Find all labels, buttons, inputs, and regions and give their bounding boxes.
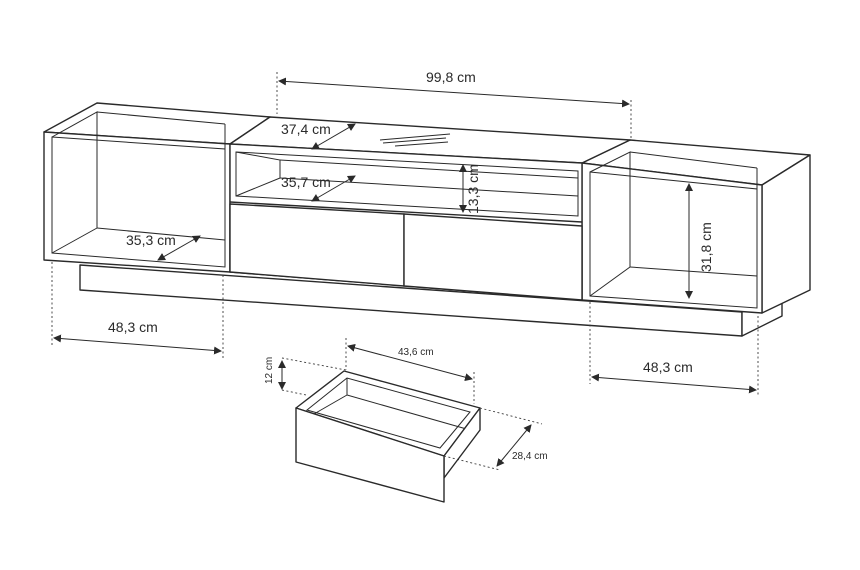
left-module-width-label: 48,3 cm xyxy=(108,319,158,335)
middle-opening-height-label: 13,3 cm xyxy=(465,164,481,214)
right-module-width-label: 48,3 cm xyxy=(643,359,693,375)
drawer-height-label: 12 cm xyxy=(264,357,275,384)
right-module xyxy=(581,139,811,314)
drawer-fronts xyxy=(229,201,583,301)
middle-shelf-depth-label: 35,7 cm xyxy=(281,174,331,190)
right-opening-height-label: 31,8 cm xyxy=(698,222,714,272)
left-shelf-depth-label: 35,3 cm xyxy=(126,232,176,248)
dimension-lines xyxy=(51,72,759,396)
overall-width-label: 99,8 cm xyxy=(426,69,476,85)
top-compartment-depth-label: 37,4 cm xyxy=(281,121,331,137)
drawer-depth-label: 28,4 cm xyxy=(512,451,548,462)
drawer-width-label: 43,6 cm xyxy=(398,347,434,358)
loose-drawer xyxy=(278,338,543,503)
